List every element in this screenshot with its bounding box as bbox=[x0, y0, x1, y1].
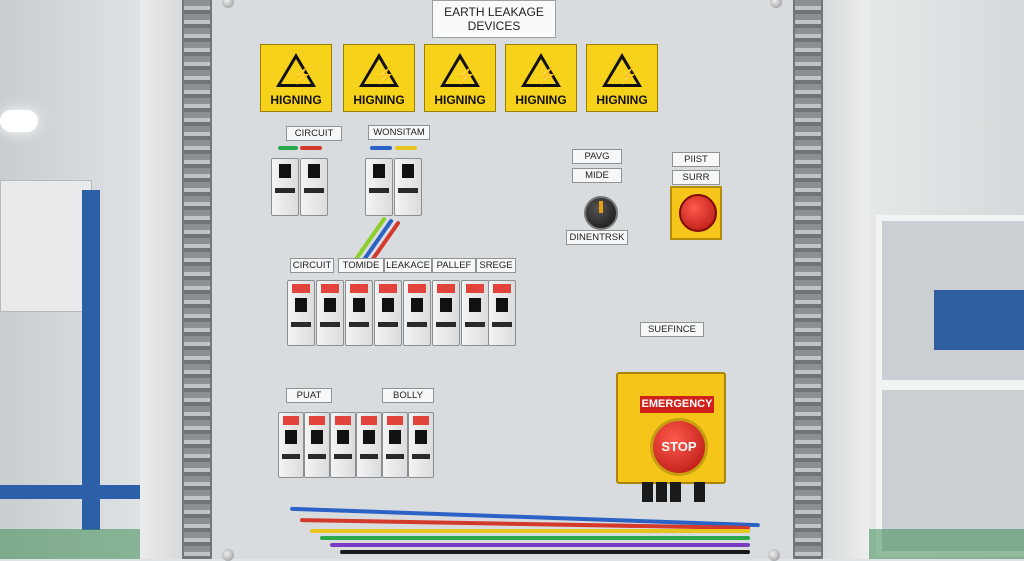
rcd-breaker[interactable] bbox=[461, 280, 489, 346]
emergency-tag: EMERGENCY bbox=[640, 396, 714, 413]
wire bbox=[300, 146, 322, 150]
warning-sign-text: HIGNING bbox=[270, 93, 322, 107]
screw bbox=[222, 0, 234, 8]
rcd-breaker[interactable] bbox=[488, 280, 516, 346]
wire bbox=[320, 536, 750, 540]
cable-gland bbox=[656, 482, 667, 502]
din-rail-left bbox=[182, 0, 212, 559]
circuit-breaker[interactable] bbox=[356, 412, 382, 478]
warning-sign: ⚡ HIGNING bbox=[260, 44, 332, 112]
warning-sign: ⚡ HIGNING bbox=[343, 44, 415, 112]
title-line-2: DEVICES bbox=[467, 19, 521, 33]
warning-sign: ⚡ HIGNING bbox=[505, 44, 577, 112]
background-machine bbox=[0, 180, 92, 312]
screw bbox=[770, 0, 782, 8]
high-voltage-icon bbox=[521, 53, 561, 87]
wire bbox=[310, 529, 750, 533]
selector-knob-icon[interactable] bbox=[584, 196, 618, 230]
screw bbox=[768, 549, 780, 561]
warning-sign-text: HIGNING bbox=[515, 93, 567, 107]
cable-gland bbox=[694, 482, 705, 502]
label-bolly: BOLLY bbox=[382, 388, 434, 403]
screw bbox=[222, 549, 234, 561]
background-left-machinery bbox=[0, 0, 140, 559]
warning-sign-text: HIGNING bbox=[353, 93, 405, 107]
cable-gland bbox=[642, 482, 653, 502]
ceiling-lamp bbox=[0, 110, 38, 132]
circuit-breaker[interactable] bbox=[394, 158, 422, 216]
label-row-tomide: TOMIDE bbox=[338, 258, 384, 273]
wire bbox=[278, 146, 298, 150]
wire bbox=[395, 146, 417, 150]
label-circuit-top: CIRCUIT bbox=[286, 126, 342, 141]
warning-sign-text: HIGNING bbox=[434, 93, 486, 107]
cabinet-door-left bbox=[140, 0, 182, 559]
circuit-breaker[interactable] bbox=[278, 412, 304, 478]
circuit-breaker[interactable] bbox=[408, 412, 434, 478]
label-row-leakace: LEAKACE bbox=[384, 258, 432, 273]
label-puat: PUAT bbox=[286, 388, 332, 403]
label-piist: PIIST bbox=[672, 152, 720, 167]
red-pushbutton-icon[interactable] bbox=[679, 194, 717, 232]
label-row-circuit: CIRCUIT bbox=[290, 258, 334, 273]
label-surr: SURR bbox=[672, 170, 720, 185]
label-dinentrsk: DINENTRSK bbox=[566, 230, 628, 245]
rcd-breaker[interactable] bbox=[316, 280, 344, 346]
rcd-breaker[interactable] bbox=[432, 280, 460, 346]
label-mide: MIDE bbox=[572, 168, 622, 183]
wire bbox=[330, 543, 750, 547]
blue-frame-post bbox=[82, 190, 100, 530]
din-rail-right bbox=[793, 0, 823, 559]
circuit-breaker[interactable] bbox=[382, 412, 408, 478]
warning-sign-text: HIGNING bbox=[596, 93, 648, 107]
title-line-1: EARTH LEAKAGE bbox=[444, 5, 544, 19]
rcd-breaker[interactable] bbox=[403, 280, 431, 346]
high-voltage-icon bbox=[359, 53, 399, 87]
high-voltage-icon bbox=[440, 53, 480, 87]
circuit-breaker[interactable] bbox=[365, 158, 393, 216]
warning-sign: ⚡ HIGNING bbox=[424, 44, 496, 112]
rcd-breaker[interactable] bbox=[345, 280, 373, 346]
label-wonsitam: WONSITAM bbox=[368, 125, 430, 140]
label-row-pallef: PALLEF bbox=[432, 258, 476, 273]
rcd-breaker[interactable] bbox=[374, 280, 402, 346]
warning-sign: ⚡ HIGNING bbox=[586, 44, 658, 112]
blue-frame-beam bbox=[0, 485, 140, 499]
background-right-machinery bbox=[864, 0, 1024, 559]
title-plate: EARTH LEAKAGE DEVICES bbox=[432, 0, 556, 38]
label-row-srege: SREGE bbox=[476, 258, 516, 273]
emergency-stop-station: EMERGENCY STOP bbox=[616, 372, 726, 484]
blue-equipment bbox=[934, 290, 1024, 350]
circuit-breaker[interactable] bbox=[300, 158, 328, 216]
wire bbox=[340, 550, 750, 554]
circuit-breaker[interactable] bbox=[304, 412, 330, 478]
cable-gland bbox=[670, 482, 681, 502]
high-voltage-icon bbox=[602, 53, 642, 87]
pushbutton-housing bbox=[670, 186, 722, 240]
emergency-stop-icon[interactable]: STOP bbox=[653, 421, 705, 473]
stop-button-collar: STOP bbox=[650, 418, 708, 476]
label-pavg: PAVG bbox=[572, 149, 622, 164]
circuit-breaker[interactable] bbox=[330, 412, 356, 478]
high-voltage-icon bbox=[276, 53, 316, 87]
rack-shelf bbox=[876, 380, 1024, 390]
circuit-breaker[interactable] bbox=[271, 158, 299, 216]
wire bbox=[370, 146, 392, 150]
rcd-breaker[interactable] bbox=[287, 280, 315, 346]
label-suefnce: SUEFINCE bbox=[640, 322, 704, 337]
cabinet-door-right bbox=[821, 0, 869, 559]
